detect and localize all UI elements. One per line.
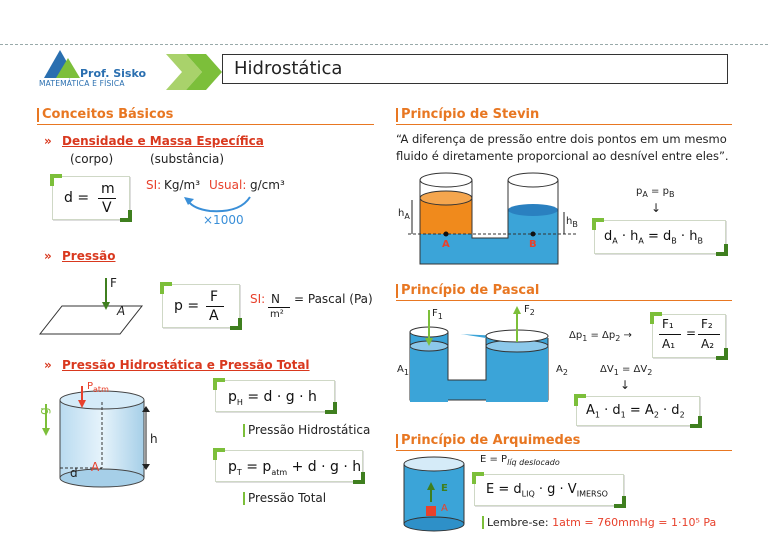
formula-pressao-num: F xyxy=(210,289,219,305)
label-corpo: (corpo) xyxy=(70,152,114,166)
a1-label: A1 xyxy=(397,364,409,377)
section-divider xyxy=(396,124,732,125)
si-value: Kg/m³ xyxy=(164,178,201,192)
arquimedes-e-equality: E = Plíq deslocado xyxy=(480,454,560,467)
point-b-label: B xyxy=(529,239,537,250)
formula-box-p-hidro xyxy=(213,378,337,414)
formula-box-pressao xyxy=(160,282,242,330)
formula-arquimedes: E = dLIQ · g · VIMERSO xyxy=(486,482,608,499)
usual-label: Usual: xyxy=(209,178,247,192)
formula-box-stevin xyxy=(592,218,728,256)
point-a-label: A xyxy=(441,503,448,514)
top-dashed-divider xyxy=(0,44,768,45)
stevin-u-tube-diagram xyxy=(408,172,578,265)
stevin-equality: pA = pB xyxy=(636,186,675,199)
section-heading-pascal: Princípio de Pascal xyxy=(396,284,539,298)
formula-densidade-lhs: d = xyxy=(64,190,90,206)
reminder-note: Lembre-se: 1atm = 760mmHg = 1·10⁵ Pa xyxy=(482,516,716,529)
bullet: » xyxy=(44,134,52,148)
si-label: SI: xyxy=(146,178,162,192)
area-label: A xyxy=(117,304,126,318)
point-a-label: A xyxy=(442,239,450,250)
formula-stevin: dA · hA = dB · hB xyxy=(604,229,703,246)
si-den: m² xyxy=(270,309,284,320)
h-a-label: hA xyxy=(398,208,410,221)
formula-box-p-total xyxy=(213,448,365,484)
caption-pressao-total: Pressão Total xyxy=(243,492,326,505)
formula-box-arquimedes xyxy=(472,472,626,508)
fraction-bar xyxy=(268,307,290,308)
logo-triangle-green-icon xyxy=(56,58,80,78)
pascal-num1: F₁ xyxy=(662,317,674,331)
formula-pressao-den: A xyxy=(209,308,219,324)
h-b-label: hB xyxy=(566,216,578,229)
logo-graphic xyxy=(44,50,222,90)
section-heading-stevin: Princípio de Stevin xyxy=(396,108,539,122)
subheading-pressao: Pressão xyxy=(62,249,116,263)
pascal-den1: A₁ xyxy=(662,337,676,351)
formula-box-pascal-volume xyxy=(574,394,702,428)
logo-name: Prof. Sisko xyxy=(80,67,147,80)
label-substancia: (substância) xyxy=(150,152,225,166)
pressure-plane-diagram xyxy=(38,278,144,335)
fraction-bar xyxy=(98,198,116,199)
arquimedes-cylinder-diagram xyxy=(403,456,465,532)
p-atm-label: Patm xyxy=(87,381,109,394)
logo-subtitle: MATEMÁTICA E FÍSICA xyxy=(39,79,125,88)
subheading-hidrostatica: Pressão Hidrostática e Pressão Total xyxy=(62,358,310,372)
subheading-densidade: Densidade e Massa Específica xyxy=(62,134,264,148)
fraction-bar xyxy=(698,334,720,335)
formula-pressao-lhs: p = xyxy=(174,298,200,314)
f2-label: F2 xyxy=(524,304,535,317)
pascal-arrow-down: ↓ xyxy=(620,378,631,392)
si-label: SI: xyxy=(250,292,266,306)
section-divider xyxy=(396,300,732,301)
bullet: » xyxy=(44,249,52,263)
fraction-bar xyxy=(659,334,681,335)
bullet: » xyxy=(44,358,52,372)
si-num: N xyxy=(271,292,280,306)
cylinder-diagram xyxy=(42,386,150,488)
usual-value: g/cm³ xyxy=(250,178,285,192)
formula-box-densidade xyxy=(50,174,132,222)
section-heading-arquimedes: Princípio de Arquimedes xyxy=(396,434,580,448)
stevin-arrow: ↓ xyxy=(651,201,662,215)
pascal-equals: = xyxy=(686,326,697,340)
formula-densidade-num: m xyxy=(101,181,115,197)
point-a-label: A xyxy=(91,460,100,474)
density-label: d xyxy=(70,466,78,480)
formula-p-hidro: pH = d · g · h xyxy=(228,389,317,407)
formula-pascal-volume: A1 · d1 = A2 · d2 xyxy=(586,403,685,420)
conversion-arrow-icon xyxy=(184,196,251,213)
f1-label: F1 xyxy=(432,308,443,321)
height-label: h xyxy=(150,432,158,446)
caption-pressao-hidrostatica: Pressão Hidrostática xyxy=(243,424,370,437)
stevin-quote-line1: “A diferença de pressão entre dois ponto… xyxy=(396,132,727,146)
formula-p-total: pT = patm + d · g · h xyxy=(228,459,362,477)
si-rest: = Pascal (Pa) xyxy=(294,292,373,306)
page-title: Hidrostática xyxy=(234,58,343,79)
formula-box-pascal xyxy=(650,312,728,360)
pascal-den2: A₂ xyxy=(701,337,715,351)
force-label: F xyxy=(110,276,117,290)
title-box xyxy=(222,54,728,84)
buoyancy-label: E xyxy=(441,483,448,494)
section-divider xyxy=(396,450,732,451)
pascal-press-diagram xyxy=(409,306,549,402)
gravity-label: g xyxy=(36,407,51,415)
section-divider xyxy=(37,124,374,125)
chevron-icon-1 xyxy=(166,54,202,90)
a2-label: A2 xyxy=(556,364,568,377)
fraction-bar xyxy=(206,306,224,307)
pascal-dp-equality: Δp1 = Δp2 → xyxy=(569,330,632,343)
chevron-icon-2 xyxy=(186,54,222,90)
pascal-num2: F₂ xyxy=(701,317,713,331)
formula-densidade-den: V xyxy=(102,200,112,216)
pascal-dv-equality: ΔV1 = ΔV2 xyxy=(600,364,653,377)
section-heading-conceitos: Conceitos Básicos xyxy=(37,108,173,122)
stevin-quote-line2: fluido é diretamente proporcional ao des… xyxy=(396,149,729,163)
conversion-factor: ×1000 xyxy=(203,213,244,227)
